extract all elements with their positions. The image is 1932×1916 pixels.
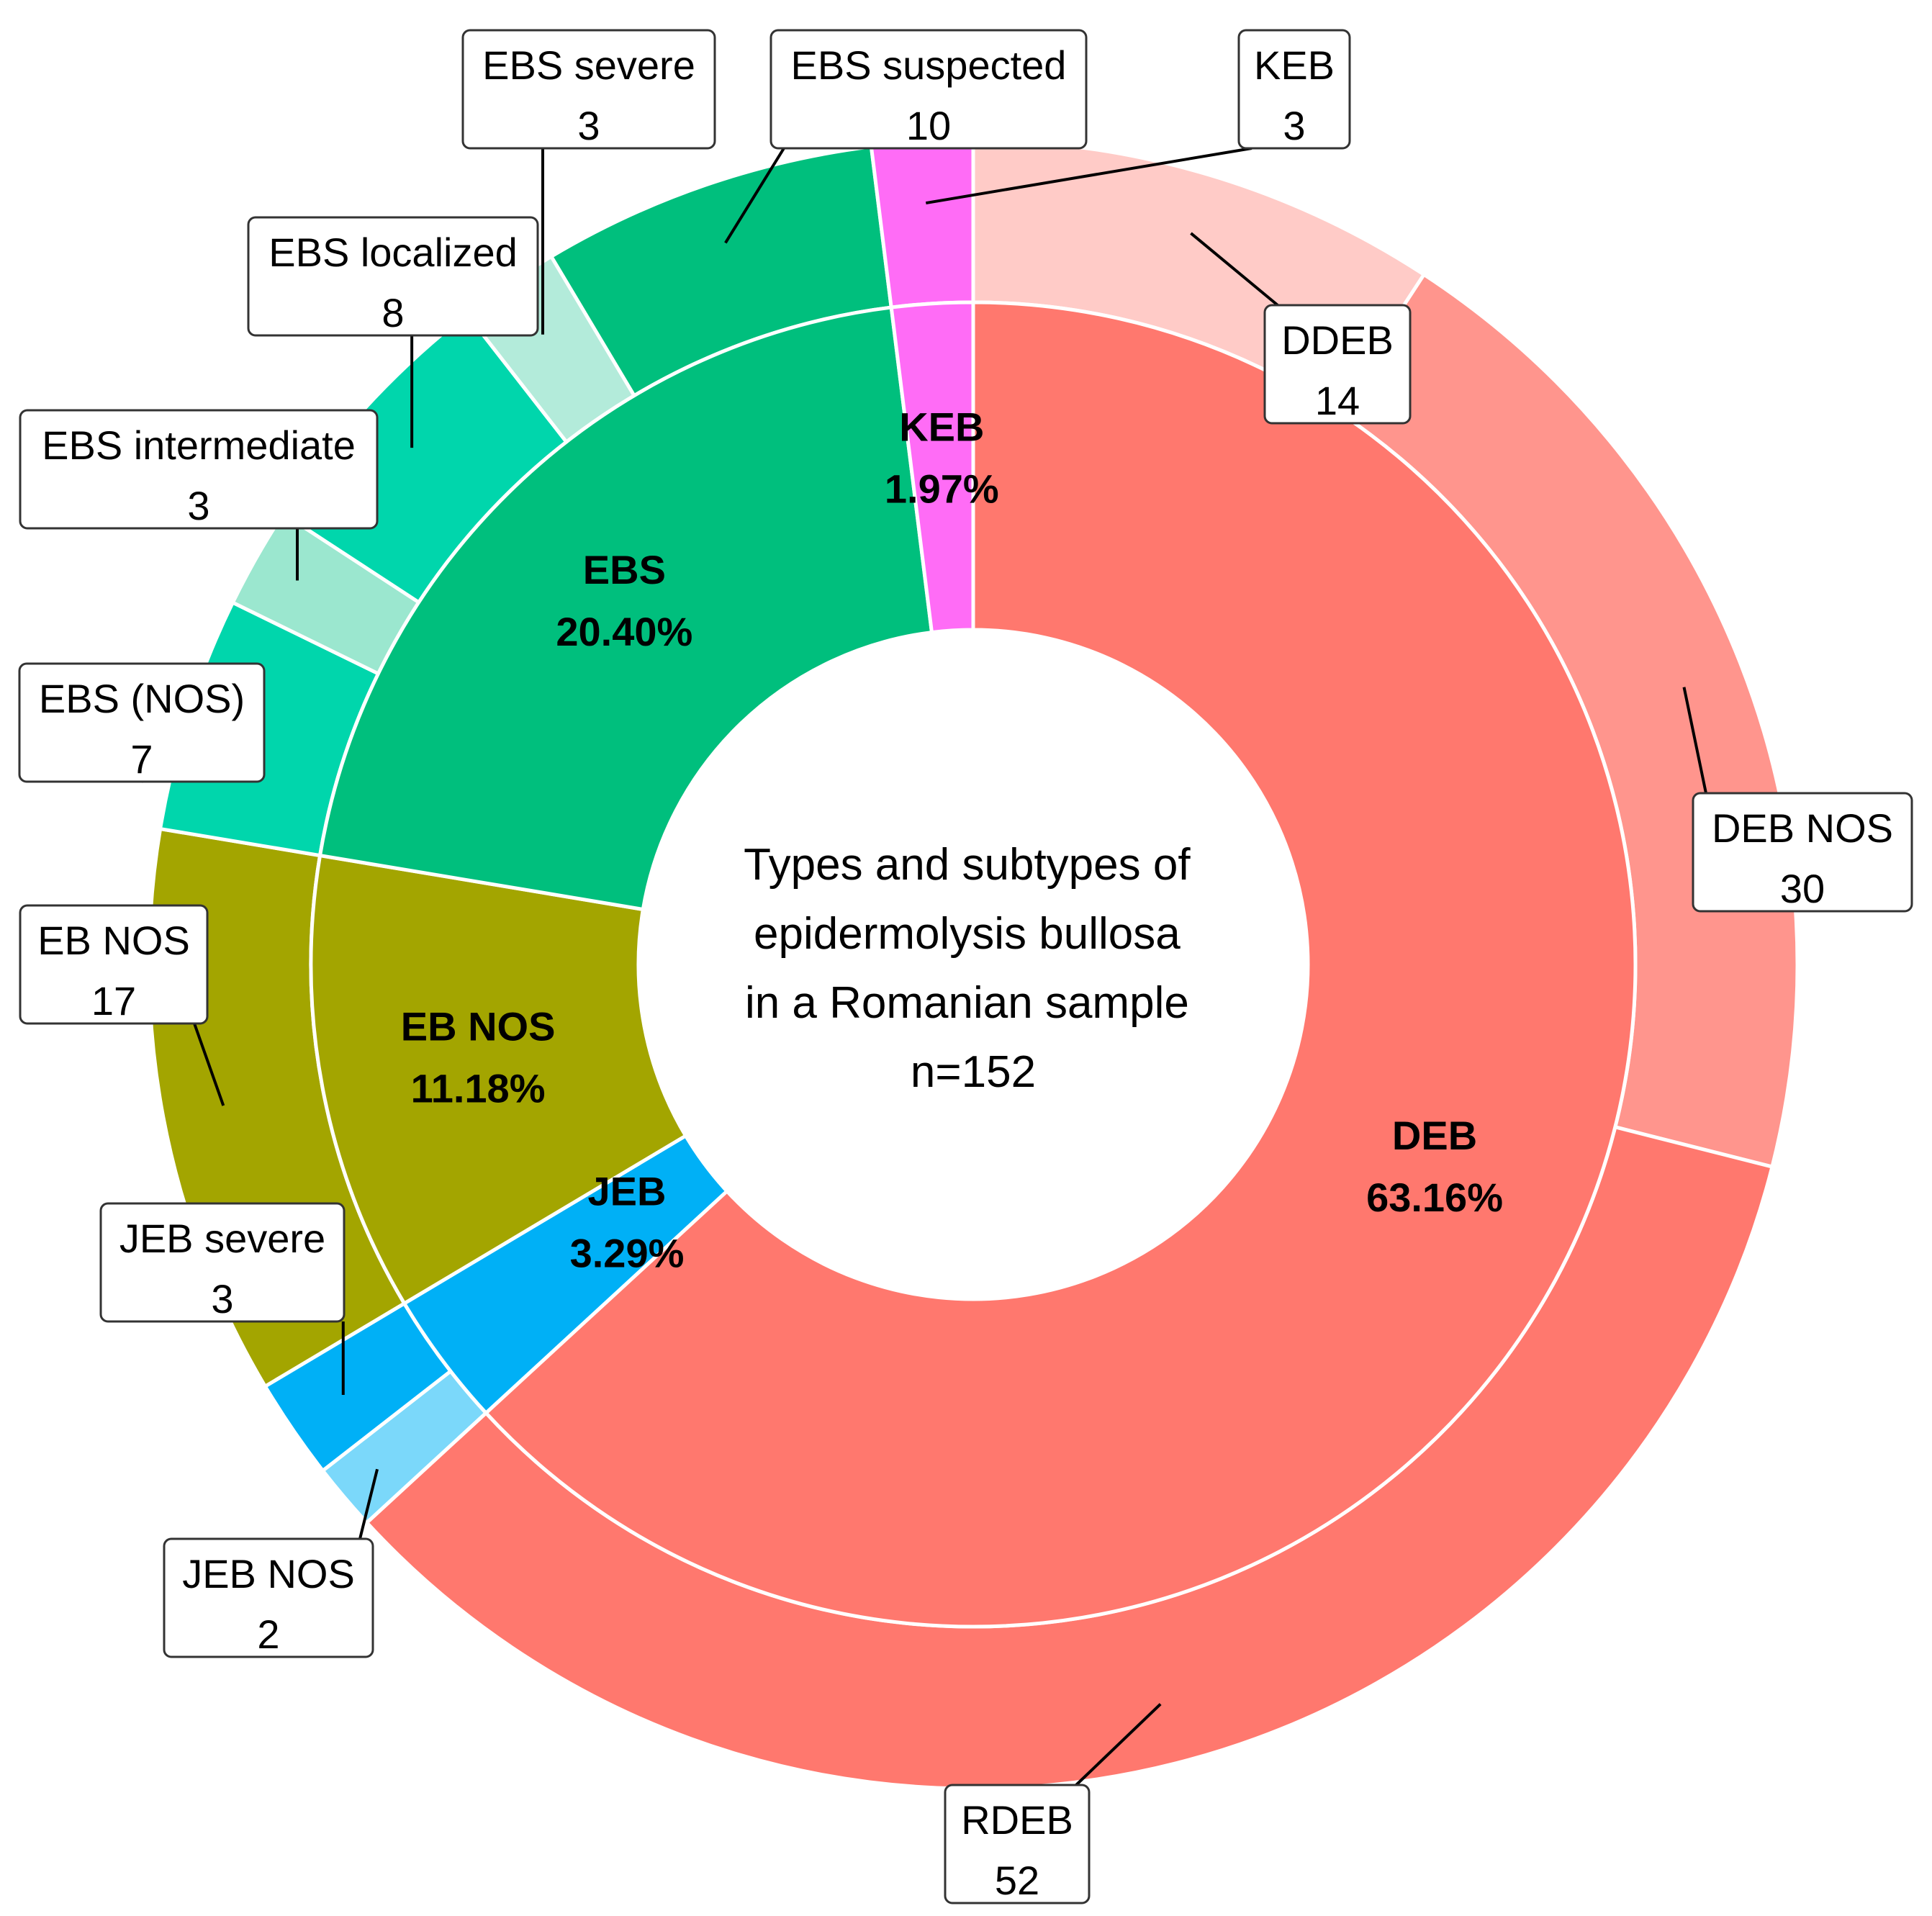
callout-value: 17 bbox=[91, 978, 136, 1023]
inner-ring-labels: DEB 63.16% JEB 3.29% EB NOS 11.18% EBS 20.40% KE… bbox=[401, 404, 1503, 1275]
inner-label-percent: 11.18% bbox=[411, 1065, 546, 1111]
callout-eb-nos: EB NOS 17 bbox=[19, 904, 209, 1025]
callout-box bbox=[769, 29, 1088, 150]
callout-ebs-nos: EBS (NOS) 7 bbox=[18, 662, 266, 783]
callout-value: 3 bbox=[187, 483, 209, 528]
callout-box bbox=[944, 1784, 1091, 1904]
inner-label-name: EB NOS bbox=[401, 1003, 556, 1049]
center-hole bbox=[638, 630, 1308, 1299]
center-title: Types and subtypes of epidermolysis bull… bbox=[744, 840, 1203, 1097]
callout-value: 30 bbox=[1780, 866, 1825, 911]
callout-name: KEB bbox=[1254, 42, 1335, 88]
leader-line-ddeb bbox=[1190, 232, 1279, 307]
callout-jeb-nos: JEB NOS 2 bbox=[163, 1537, 374, 1658]
callout-name: DDEB bbox=[1281, 317, 1394, 363]
callout-box bbox=[18, 662, 266, 783]
callout-name: EB NOS bbox=[37, 918, 190, 963]
callout-rdeb: RDEB 52 bbox=[944, 1784, 1091, 1904]
inner-label-name: KEB bbox=[899, 404, 984, 449]
callout-jeb-severe: JEB severe 3 bbox=[99, 1202, 346, 1323]
callout-box bbox=[163, 1537, 374, 1658]
center-title-line-3: in a Romanian sample bbox=[745, 978, 1189, 1028]
callout-ebs-suspected: EBS suspected 10 bbox=[769, 29, 1088, 150]
inner-ring bbox=[309, 300, 1638, 1629]
callout-value: 3 bbox=[211, 1276, 233, 1321]
callout-keb: KEB 3 bbox=[1237, 29, 1351, 150]
callout-value: 10 bbox=[906, 103, 951, 148]
inner-label-keb: KEB 1.97% bbox=[885, 404, 999, 511]
inner-label-deb: DEB 63.16% bbox=[1366, 1113, 1503, 1220]
callout-box bbox=[1237, 29, 1351, 150]
inner-label-name: EBS bbox=[583, 547, 666, 592]
inner-label-percent: 20.40% bbox=[556, 609, 692, 654]
callout-ddeb: DDEB 14 bbox=[1263, 304, 1412, 425]
inner-label-percent: 63.16% bbox=[1366, 1175, 1503, 1220]
inner-label-percent: 3.29% bbox=[570, 1231, 685, 1276]
callout-name: EBS severe bbox=[482, 42, 695, 88]
callout-name: JEB severe bbox=[119, 1216, 325, 1261]
inner-label-eb-nos: EB NOS 11.18% bbox=[401, 1003, 556, 1111]
callout-name: EBS suspected bbox=[791, 42, 1067, 88]
callout-name: JEB NOS bbox=[182, 1551, 355, 1596]
callout-ebs-severe: EBS severe 3 bbox=[461, 29, 716, 150]
callout-deb-nos: DEB NOS 30 bbox=[1692, 792, 1913, 913]
callout-box bbox=[461, 29, 716, 150]
callout-name: EBS (NOS) bbox=[39, 676, 245, 721]
inner-label-jeb: JEB 3.29% bbox=[570, 1169, 685, 1276]
leader-line-eb-nos bbox=[193, 1023, 225, 1106]
callout-box bbox=[1692, 792, 1913, 913]
leader-line-deb-nos bbox=[1682, 687, 1707, 794]
callout-name: EBS localized bbox=[268, 230, 518, 275]
leader-line-rdeb bbox=[1075, 1703, 1162, 1786]
callout-value: 52 bbox=[995, 1858, 1039, 1903]
callout-box bbox=[247, 216, 539, 337]
callout-value: 2 bbox=[257, 1612, 279, 1657]
inner-label-name: JEB bbox=[588, 1169, 667, 1214]
callout-box bbox=[99, 1202, 346, 1323]
callout-value: 3 bbox=[577, 103, 600, 148]
callout-box bbox=[19, 409, 379, 530]
callout-ebs-localized: EBS localized 8 bbox=[247, 216, 539, 337]
callout-name: EBS intermediate bbox=[42, 422, 356, 468]
center-sample-size: n=152 bbox=[911, 1047, 1036, 1097]
callout-name: DEB NOS bbox=[1712, 805, 1893, 851]
callout-value: 8 bbox=[382, 290, 404, 335]
center-title-line-2: epidermolysis bullosa bbox=[754, 909, 1181, 959]
callout-name: RDEB bbox=[961, 1797, 1073, 1843]
callout-ebs-intermediate: EBS intermediate 3 bbox=[19, 409, 379, 530]
callout-value: 14 bbox=[1315, 378, 1360, 423]
inner-label-percent: 1.97% bbox=[885, 466, 999, 511]
callout-box bbox=[19, 904, 209, 1025]
leader-line-ebs-suspected bbox=[724, 147, 785, 244]
inner-label-name: DEB bbox=[1392, 1113, 1477, 1158]
leader-line-keb bbox=[925, 147, 1252, 205]
callout-value: 3 bbox=[1283, 103, 1305, 148]
center-title-line-1: Types and subtypes of bbox=[744, 840, 1191, 890]
outer-slice-keb bbox=[869, 138, 975, 309]
inner-label-ebs: EBS 20.40% bbox=[556, 547, 692, 654]
leader-line-jeb-nos bbox=[358, 1468, 379, 1540]
callout-value: 7 bbox=[130, 736, 153, 782]
callout-box bbox=[1263, 304, 1412, 425]
